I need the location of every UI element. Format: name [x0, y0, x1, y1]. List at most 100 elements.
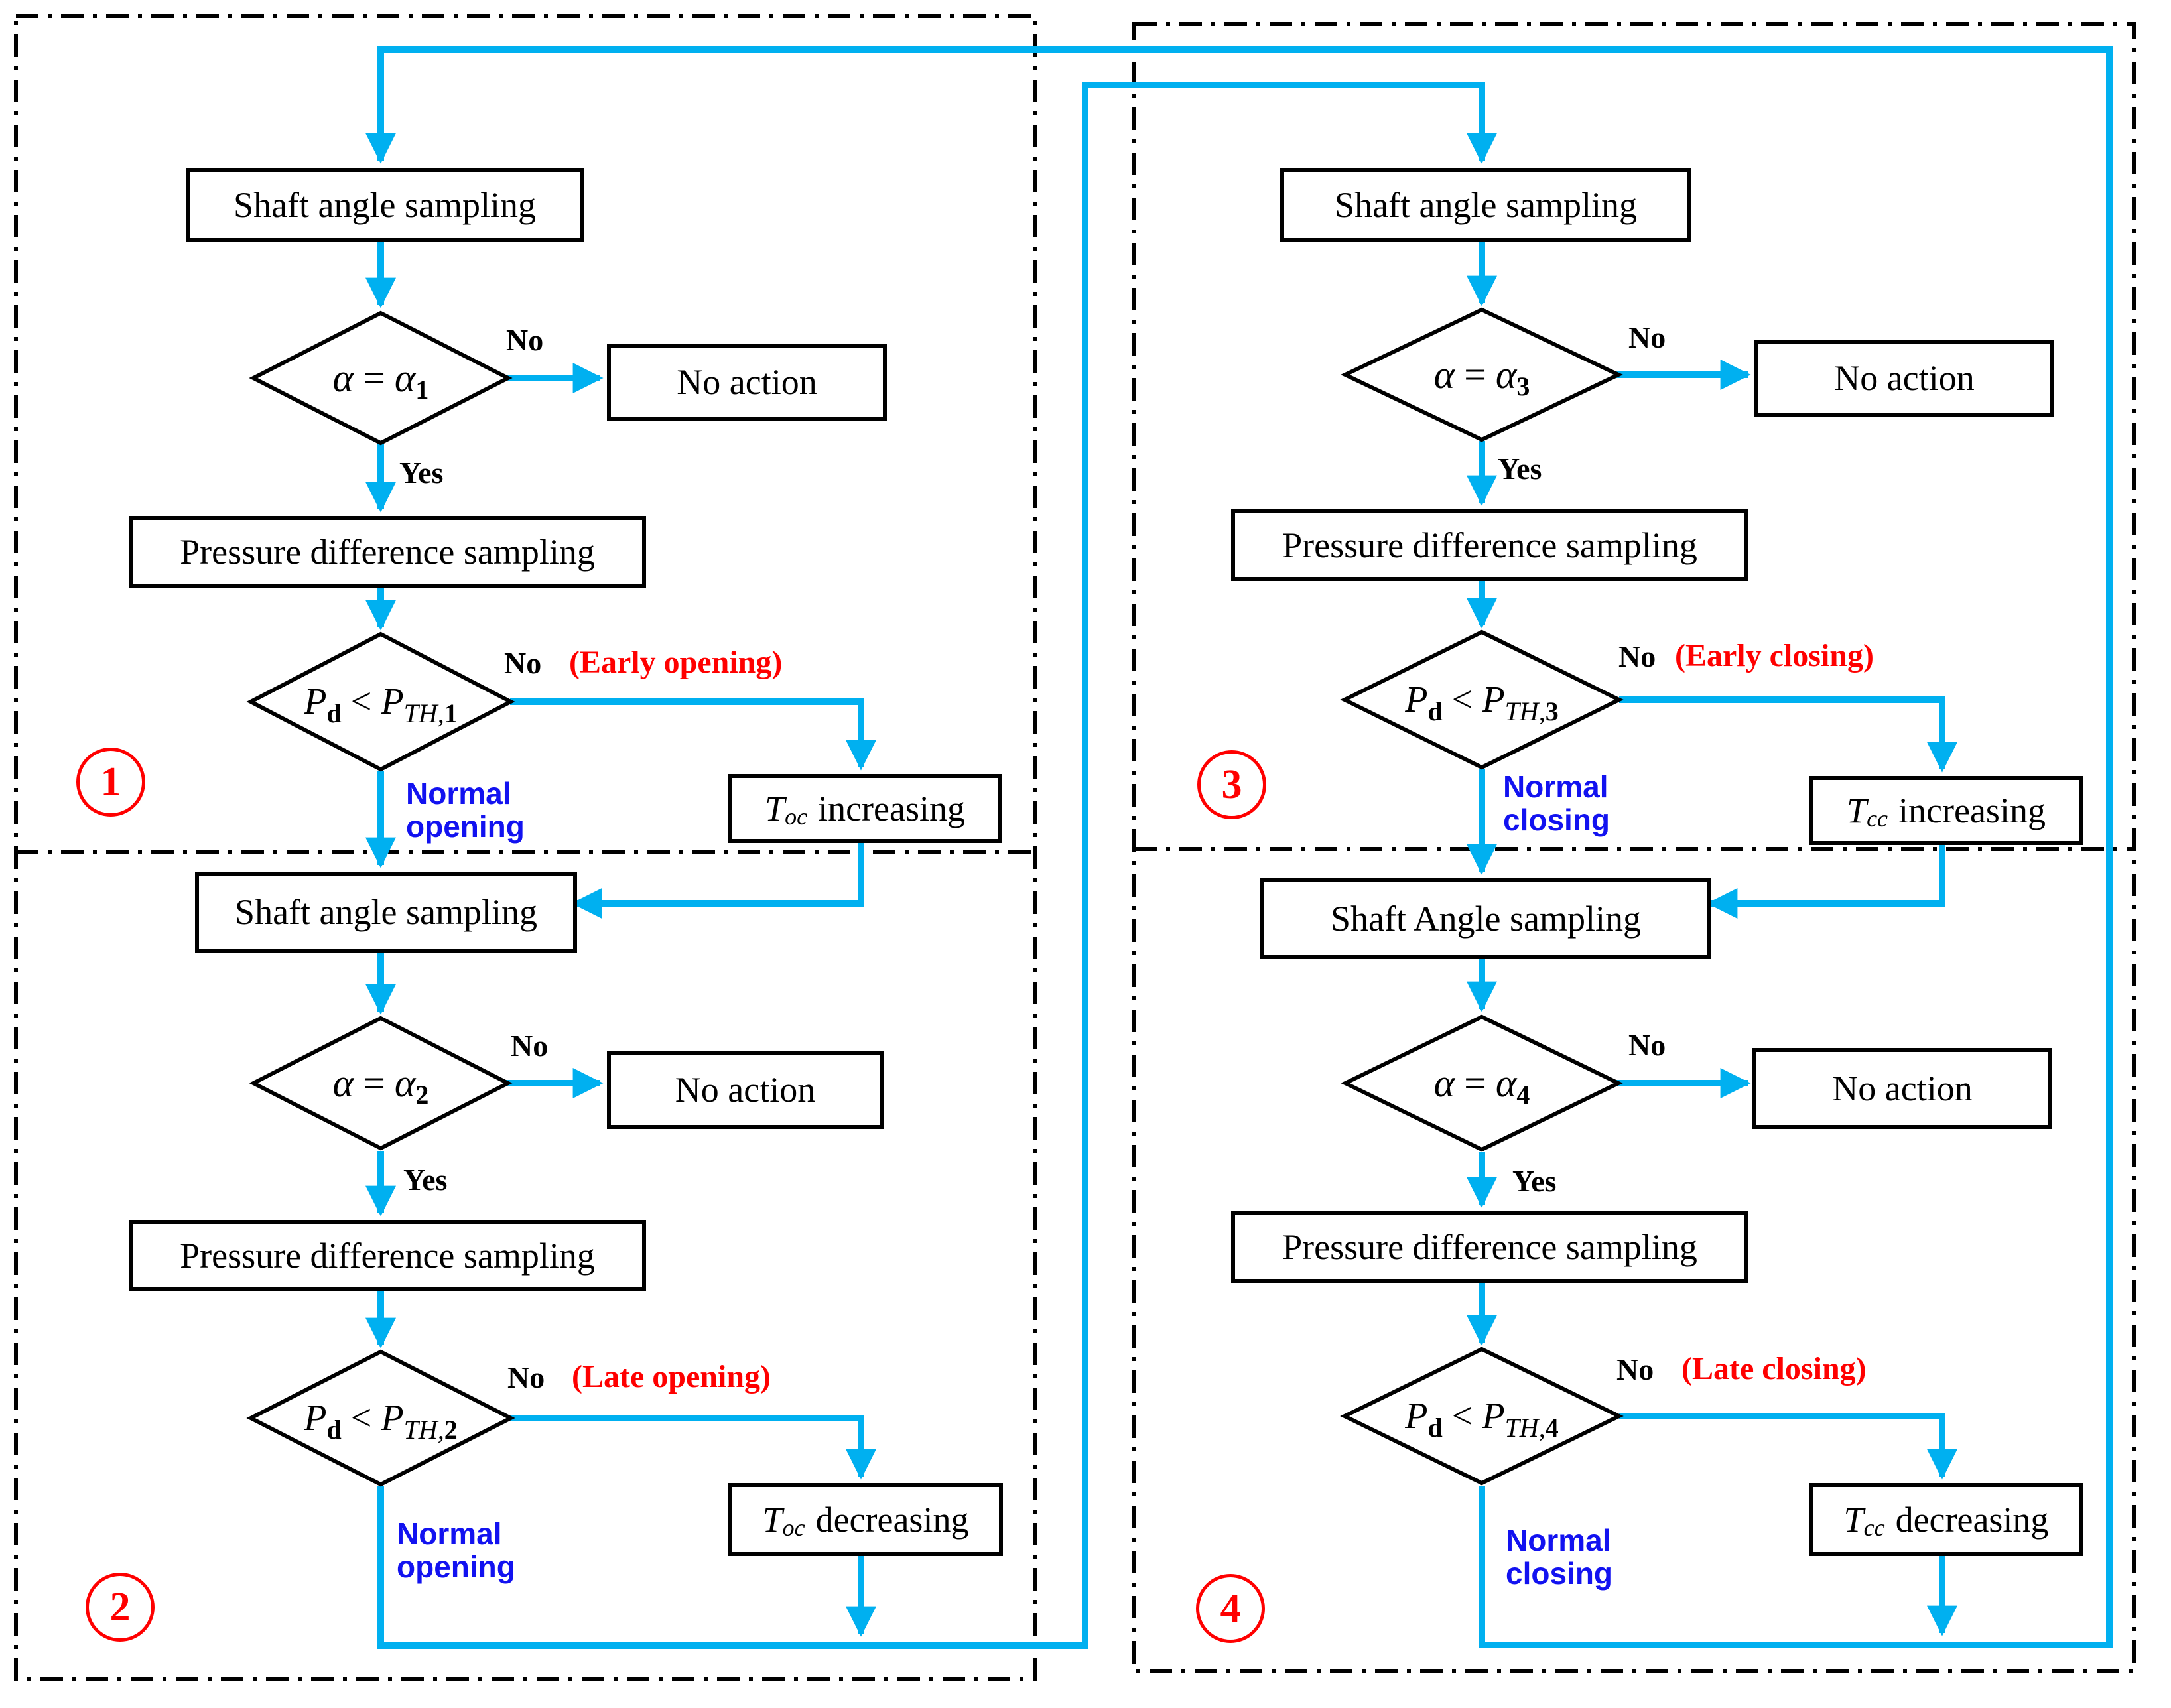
math-subscript-number: 4: [1545, 1413, 1559, 1443]
yes-label-q1: Yes: [399, 456, 444, 490]
math-t: T: [1843, 1500, 1864, 1540]
math-alpha: α: [394, 356, 416, 400]
no-label-q4b: No: [1616, 1352, 1654, 1386]
process-pressure-sampling-3: Pressure difference sampling: [1231, 509, 1748, 581]
math-operator: <: [350, 681, 372, 722]
flow-q4-late-branch: [1619, 1413, 1957, 1480]
math-p: P: [304, 1398, 327, 1439]
panel-border-left: [14, 14, 1037, 1681]
late-closing-label: (Late closing): [1681, 1351, 1867, 1386]
math-t: T: [765, 789, 785, 828]
no-label-q4a: No: [1628, 1028, 1666, 1062]
timer-word: decreasing: [815, 1500, 969, 1540]
condition-alpha3: α = α 3: [1361, 335, 1603, 415]
no-label-q3a: No: [1628, 320, 1666, 354]
math-operator: =: [1464, 1061, 1486, 1105]
math-subscript: d: [326, 1415, 342, 1445]
math-subscript: TH,: [403, 698, 444, 728]
math-operator: <: [1451, 1396, 1473, 1437]
process-label: Pressure difference sampling: [180, 1235, 595, 1276]
math-subscript-number: 3: [1545, 696, 1559, 726]
normal-line2: closing: [1506, 1555, 1613, 1591]
no-action-box-q3: No action: [1754, 340, 2054, 417]
math-subscript: 4: [1516, 1080, 1530, 1110]
math-subscript: 2: [415, 1080, 429, 1110]
decision-alpha1-diamond: [249, 310, 513, 446]
early-opening-label: (Early opening): [569, 645, 783, 680]
math-operator: <: [1451, 679, 1473, 720]
condition-pth4: P d < P TH,4: [1346, 1376, 1618, 1456]
flow-loop-q2-to-q3: [377, 82, 1497, 1649]
decision-pth3-diamond: [1340, 629, 1624, 770]
flow-q1-early-branch: [510, 698, 876, 771]
section-badge-2: 2: [86, 1573, 155, 1642]
process-shaft-angle-sampling-4: Shaft Angle sampling: [1260, 878, 1711, 959]
math-p: P: [1405, 1396, 1428, 1437]
condition-pth2: P d < P TH,2: [253, 1378, 508, 1458]
flow-q2-late-branch: [510, 1415, 876, 1480]
process-label: No action: [1834, 358, 1975, 398]
math-subscript-number: 1: [444, 698, 458, 728]
badge-number: 2: [109, 1584, 131, 1630]
process-pressure-sampling-4: Pressure difference sampling: [1231, 1211, 1748, 1283]
math-subscript: TH,: [403, 1415, 444, 1445]
no-label-q2a: No: [511, 1029, 549, 1063]
math-subscript: 1: [415, 375, 429, 405]
math-p: P: [1482, 1396, 1505, 1437]
condition-alpha1: α = α 1: [260, 338, 501, 418]
normal-line1: Normal: [406, 776, 511, 811]
decision-pth1-diamond: [246, 631, 515, 772]
math-alpha: α: [332, 1061, 354, 1105]
condition-pth3: P d < P TH,3: [1346, 660, 1618, 740]
yes-label-q2: Yes: [403, 1163, 448, 1197]
timer-word: increasing: [1898, 791, 2046, 830]
math-alpha: α: [332, 356, 354, 400]
normal-opening-label-q2: Normal opening: [397, 1517, 515, 1583]
math-p: P: [304, 681, 327, 722]
normal-line2: closing: [1503, 802, 1611, 837]
math-subscript: TH,: [1504, 696, 1546, 726]
timer-word: increasing: [818, 789, 965, 828]
no-label-q2b: No: [507, 1360, 545, 1394]
math-operator: =: [1464, 352, 1486, 397]
flow-q1-toc-return: [571, 835, 864, 919]
process-label: Pressure difference sampling: [1282, 1227, 1697, 1267]
no-label-q3b: No: [1618, 639, 1656, 673]
normal-opening-label-q1: Normal opening: [406, 777, 525, 843]
condition-pth1: P d < P TH,1: [253, 662, 508, 742]
normal-line1: Normal: [1506, 1523, 1611, 1557]
math-alpha: α: [394, 1061, 416, 1105]
process-label: No action: [1832, 1069, 1973, 1108]
process-label: Pressure difference sampling: [1282, 525, 1697, 565]
process-pressure-sampling-2: Pressure difference sampling: [129, 1220, 646, 1291]
condition-alpha4: α = α 4: [1361, 1043, 1603, 1123]
math-subscript-number: 2: [444, 1415, 458, 1445]
math-operator: =: [363, 356, 385, 400]
process-label: Shaft angle sampling: [1335, 185, 1637, 225]
math-subscript: d: [1427, 1413, 1443, 1443]
math-p: P: [381, 1398, 404, 1439]
yes-label-q4: Yes: [1512, 1164, 1557, 1198]
normal-line1: Normal: [1503, 769, 1609, 804]
decision-pth2-diamond: [246, 1349, 515, 1487]
math-subscript: 3: [1516, 371, 1530, 401]
no-action-box-q4: No action: [1752, 1048, 2052, 1129]
math-operator: =: [363, 1061, 385, 1105]
math-alpha: α: [1433, 1061, 1455, 1105]
decision-pth4-diamond: [1340, 1347, 1624, 1486]
early-closing-label: (Early closing): [1675, 638, 1874, 673]
math-t: T: [762, 1500, 783, 1540]
badge-number: 4: [1220, 1585, 1241, 1631]
process-label: Shaft angle sampling: [235, 892, 537, 932]
section-badge-3: 3: [1197, 750, 1266, 819]
math-alpha: α: [1495, 1061, 1517, 1105]
decision-alpha2-diamond: [249, 1016, 513, 1151]
timer-word: decreasing: [1895, 1500, 2049, 1540]
section-badge-1: 1: [76, 748, 145, 817]
